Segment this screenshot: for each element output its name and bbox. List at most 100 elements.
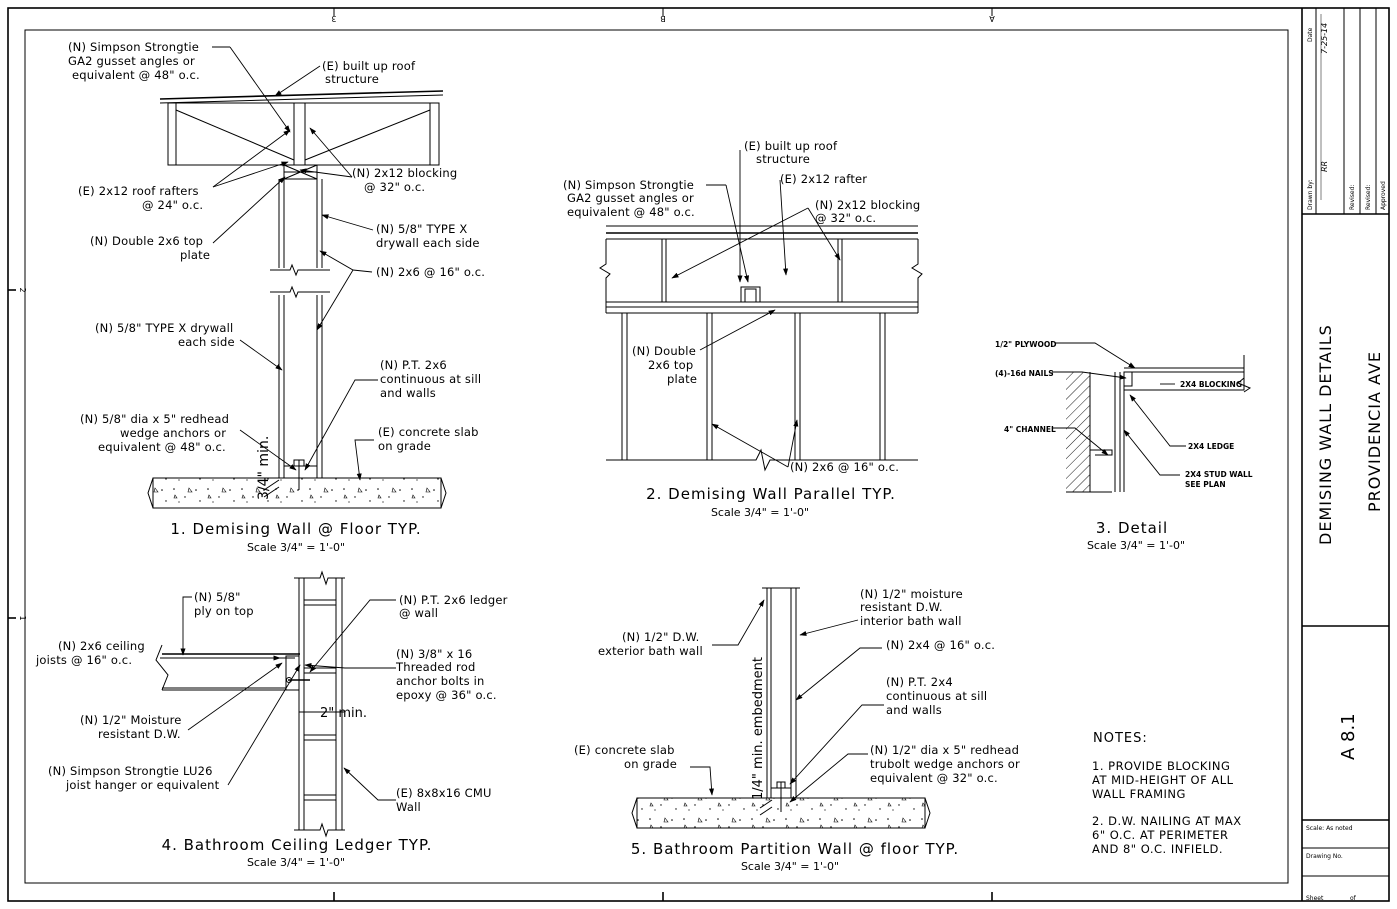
detail-5-scale: Scale 3/4" = 1'-0": [741, 860, 839, 873]
label-gusset: equivalent @ 48" o.c.: [567, 205, 695, 219]
label-channel: 4" CHANNEL: [1004, 425, 1056, 434]
label-blocking: (N) 2x12 blocking: [815, 198, 920, 212]
label-gusset: equivalent @ 48" o.c.: [72, 68, 200, 82]
detail-2-demising-wall-parallel: (E) built up roof structure (N) Simpson …: [563, 139, 923, 519]
label-anchors: equivalent @ 48" o.c.: [98, 440, 226, 454]
label-pt-sill: continuous at sill: [886, 689, 987, 703]
note-2: 6" O.C. AT PERIMETER: [1092, 828, 1229, 842]
label-blocking: @ 32" o.c.: [364, 180, 425, 194]
sheet-id: A 8.1: [1338, 713, 1359, 760]
note-1: WALL FRAMING: [1092, 787, 1186, 801]
detail-1-title: 1. Demising Wall @ Floor TYP.: [170, 520, 421, 538]
label-slab: (E) concrete slab: [574, 743, 675, 757]
note-2: AND 8" O.C. INFIELD.: [1092, 842, 1223, 856]
detail-4-title: 4. Bathroom Ceiling Ledger TYP.: [162, 836, 433, 854]
revised-label: Revised:: [1365, 185, 1372, 210]
note-1: AT MID-HEIGHT OF ALL: [1092, 773, 1234, 787]
detail-1-scale: Scale 3/4" = 1'-0": [247, 541, 345, 554]
sheet-label: Sheet: [1306, 895, 1324, 902]
label-nails: (4)-16d NAILS: [995, 369, 1054, 378]
detail-3-scale: Scale 3/4" = 1'-0": [1087, 539, 1185, 552]
label-gusset: GA2 gusset angles or: [68, 54, 195, 68]
label-top-plate: (N) Double 2x6 top: [90, 234, 203, 248]
detail-2-title: 2. Demising Wall Parallel TYP.: [646, 485, 896, 503]
label-rod: epoxy @ 36" o.c.: [396, 688, 497, 702]
label-joists: (N) 2x6 ceiling: [58, 639, 145, 653]
label-slab: on grade: [624, 757, 677, 771]
label-blocking: (N) 2x12 blocking: [352, 166, 457, 180]
label-exterior-dw: exterior bath wall: [598, 644, 703, 658]
label-top-plate: 2x6 top: [648, 358, 693, 372]
label-anchors: trubolt wedge anchors or: [870, 757, 1020, 771]
general-notes: NOTES: 1. PROVIDE BLOCKING AT MID-HEIGHT…: [1092, 731, 1241, 856]
label-ply: ply on top: [194, 604, 254, 618]
label-stud-wall: SEE PLAN: [1185, 480, 1226, 489]
label-stud-wall: 2X4 STUD WALL: [1185, 470, 1253, 479]
detail-4-bathroom-ceiling-ledger: 2" min. (N) 5/8" ply on top (N) P.T. 2x6…: [35, 570, 508, 869]
label-plywood: 1/2" PLYWOOD: [995, 340, 1056, 349]
detail-3-detail: 1/2" PLYWOOD (4)-16d NAILS 4" CHANNEL 2X…: [995, 340, 1253, 552]
notes-heading: NOTES:: [1093, 731, 1148, 746]
label-pt-sill: (N) P.T. 2x6: [380, 358, 447, 372]
detail-4-min-dimension: 2" min.: [320, 706, 367, 721]
label-drywall: resistant D.W.: [98, 727, 181, 741]
label-rod: Threaded rod: [395, 660, 475, 674]
label-rod: anchor bolts in: [396, 674, 485, 688]
border-tick-label: B: [660, 14, 666, 23]
date-value: 7-25-14: [1320, 23, 1329, 54]
detail-5-embedment-dimension: 1/4" min. embedment: [751, 657, 766, 800]
label-ledge: 2X4 LEDGE: [1188, 442, 1234, 451]
label-anchors: equivalent @ 32" o.c.: [870, 771, 998, 785]
drawn-by-value: RR: [1320, 161, 1329, 172]
label-moisture-dw: interior bath wall: [860, 614, 962, 628]
label-drywall: drywall each side: [376, 236, 480, 250]
detail-1-min-dimension: 3/4" min.: [256, 436, 272, 500]
detail-5-bathroom-partition-wall: 1/4" min. embedment (N) 1/2" moisture re…: [574, 587, 1020, 873]
drawn-by-label: Drawn by:: [1307, 180, 1314, 210]
label-gusset: GA2 gusset angles or: [567, 191, 694, 205]
label-hanger: (N) Simpson Strongtie LU26: [48, 764, 213, 778]
label-ledger: (N) P.T. 2x6 ledger: [399, 593, 508, 607]
detail-5-title: 5. Bathroom Partition Wall @ floor TYP.: [631, 840, 959, 858]
scale-note: Scale: As noted: [1306, 825, 1353, 832]
label-joists: joists @ 16" o.c.: [35, 653, 132, 667]
label-gusset: (N) Simpson Strongtie: [563, 178, 694, 192]
drawing-no-label: Drawing No.: [1306, 853, 1343, 860]
label-slab: (E) concrete slab: [378, 425, 479, 439]
label-ply: (N) 5/8": [194, 590, 241, 604]
label-blocking: @ 32" o.c.: [815, 211, 876, 225]
date-label: Date: [1307, 27, 1314, 42]
label-cmu: Wall: [396, 800, 421, 814]
detail-4-scale: Scale 3/4" = 1'-0": [247, 856, 345, 869]
label-pt-sill: and walls: [886, 703, 942, 717]
approved-label: Approved: [1380, 181, 1387, 210]
label-studs: (N) 2x4 @ 16" o.c.: [886, 638, 995, 652]
label-cmu: (E) 8x8x16 CMU: [396, 786, 492, 800]
label-anchors: (N) 1/2" dia x 5" redhead: [870, 743, 1019, 757]
title-block: Date 7-25-14 Drawn by: RR Revised: Revis…: [1302, 8, 1389, 902]
label-moisture-dw: resistant D.W.: [860, 600, 943, 614]
label-moisture-dw: (N) 1/2" moisture: [860, 587, 963, 601]
label-drywall: (N) 5/8" TYPE X drywall: [95, 321, 233, 335]
revised-label: Revised:: [1349, 185, 1356, 210]
label-roof: structure: [756, 152, 810, 166]
label-top-plate: plate: [667, 372, 697, 386]
label-roof: structure: [325, 72, 379, 86]
detail-1-demising-wall-floor: 3/4" min. (N) Simpson Strongtie GA2 guss…: [68, 40, 485, 554]
label-roof: (E) built up roof: [744, 139, 838, 153]
border-tick-label: 3: [331, 14, 336, 23]
border-tick-label: 2: [18, 287, 27, 292]
label-top-plate: (N) Double: [632, 344, 696, 358]
label-hanger: joist hanger or equivalent: [65, 778, 220, 792]
label-top-plate: plate: [180, 248, 210, 262]
label-anchors: (N) 5/8" dia x 5" redhead: [80, 412, 229, 426]
note-1: 1. PROVIDE BLOCKING: [1092, 759, 1230, 773]
label-studs: (N) 2x6 @ 16" o.c.: [376, 265, 485, 279]
label-pt-sill: continuous at sill: [380, 372, 481, 386]
drawing-title: DEMISING WALL DETAILS: [1316, 324, 1335, 545]
label-gusset: (N) Simpson Strongtie: [68, 40, 199, 54]
label-ledger: @ wall: [399, 606, 438, 620]
border-tick-label: A: [989, 14, 995, 23]
of-label: of: [1350, 895, 1357, 902]
